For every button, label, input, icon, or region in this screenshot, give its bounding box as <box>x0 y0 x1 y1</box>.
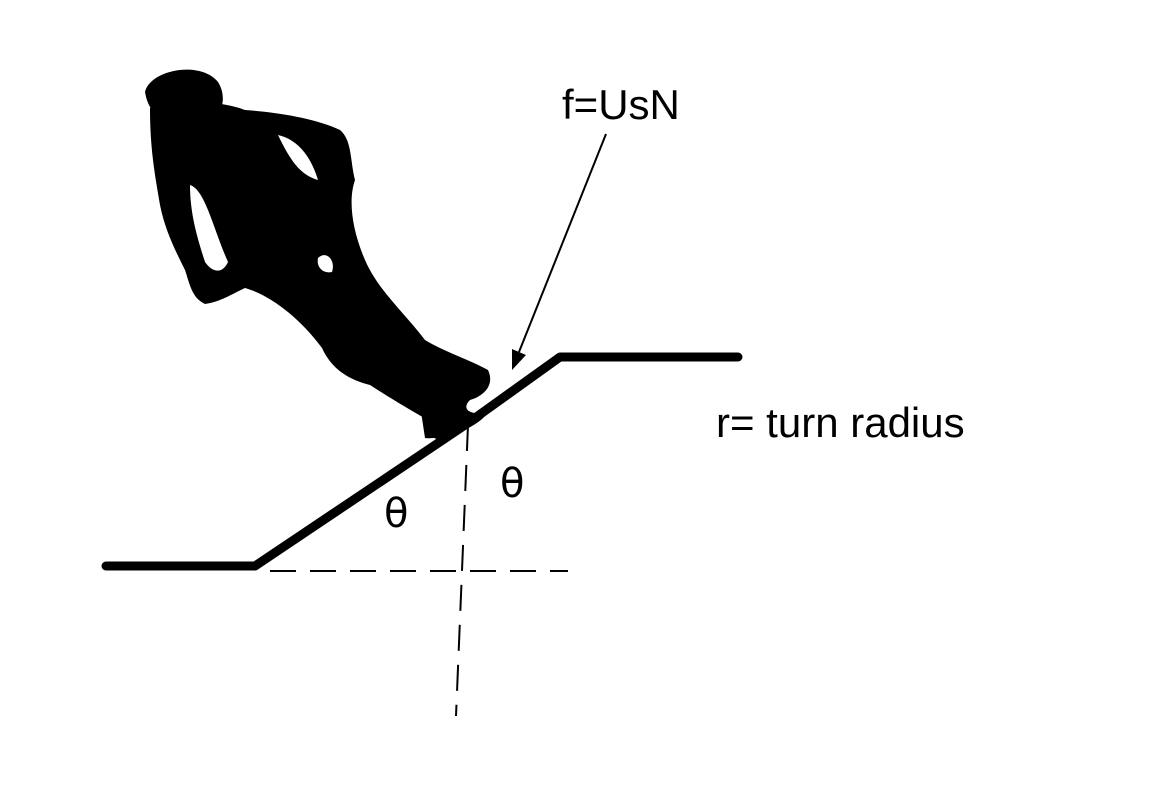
friction-arrow-head <box>512 349 526 370</box>
normal-dashed-line <box>455 424 469 717</box>
friction-label: f=UsN <box>562 81 680 128</box>
rider-torso-gap <box>190 185 228 271</box>
theta-normal-angle-label: θ <box>500 461 525 507</box>
turn-radius-label: r= turn radius <box>716 399 965 446</box>
theta-bank-angle-label: θ <box>384 491 409 537</box>
rider-silhouette <box>145 69 491 440</box>
rider-arm-gap <box>278 135 318 180</box>
friction-arrow-shaft <box>518 133 607 353</box>
rider-knee-gap <box>317 255 333 273</box>
